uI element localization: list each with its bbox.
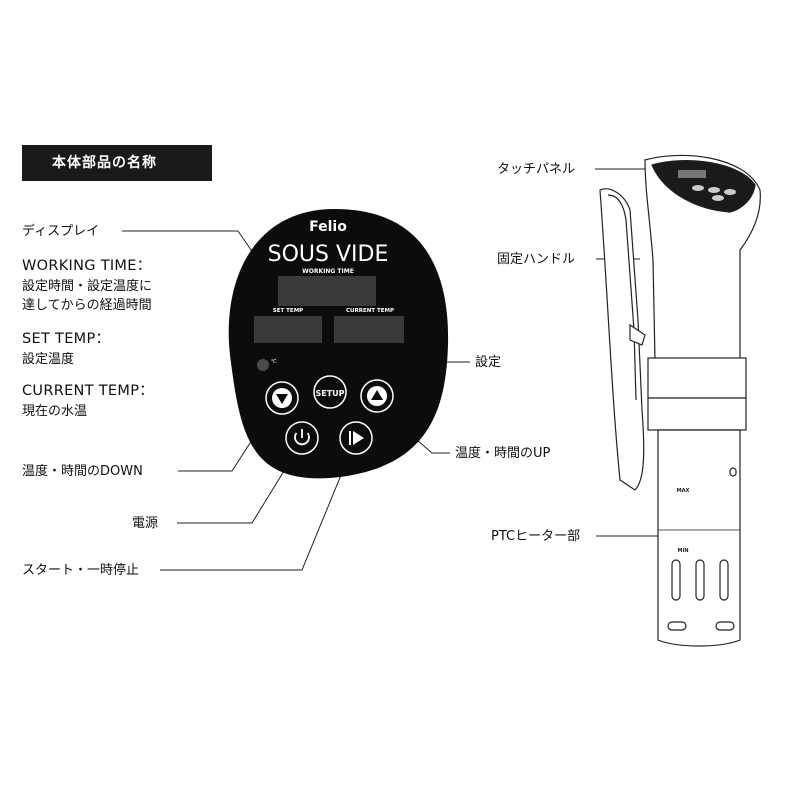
temp-indicator-led — [257, 359, 269, 371]
heater-tube — [657, 429, 741, 647]
label-display: ディスプレイ — [22, 224, 100, 239]
device-illustration: MAX MIN — [599, 154, 761, 647]
panel-current-temp-label: CURRENT TEMP — [346, 308, 394, 314]
clamp-band-upper — [647, 357, 747, 399]
panel-brand: Felio — [309, 219, 347, 235]
power-icon — [294, 432, 310, 446]
leader-start — [160, 445, 354, 571]
clamp-band-lower — [647, 397, 747, 431]
label-down: 温度・時間のDOWN — [22, 464, 143, 479]
power-button[interactable] — [285, 421, 319, 455]
label-working-time: WORKING TIME： — [22, 258, 152, 274]
min-mark: MIN — [677, 548, 688, 554]
up-button[interactable] — [360, 379, 394, 413]
touch-panel — [651, 159, 756, 213]
start-pause-button[interactable] — [339, 421, 373, 455]
down-button[interactable] — [265, 381, 299, 415]
label-current-temp-desc: 現在の水温 — [22, 404, 88, 419]
handle-hinge — [629, 323, 646, 346]
label-start-pause: スタート・一時停止 — [22, 563, 140, 578]
label-set-temp: SET TEMP： — [22, 331, 111, 347]
panel-set-temp-label: SET TEMP — [273, 308, 303, 314]
panel-product: SOUS VIDE — [268, 242, 389, 267]
label-up: 温度・時間のUP — [455, 446, 551, 461]
control-panel: Felio SOUS VIDE WORKING TIME SET TEMP CU… — [228, 209, 449, 479]
panel-unit: ℃ — [271, 359, 277, 365]
working-time-screen — [278, 276, 376, 306]
handle-clip — [599, 188, 645, 491]
setup-button[interactable]: SETUP — [313, 375, 347, 409]
label-heater: PTCヒーター部 — [491, 529, 581, 544]
label-setup: 設定 — [475, 355, 502, 370]
chevron-up-icon — [371, 390, 383, 400]
label-current-temp: CURRENT TEMP： — [22, 383, 155, 399]
set-temp-screen — [254, 316, 322, 343]
label-working-time-desc-1: 設定時間・設定温度に — [22, 279, 153, 294]
setup-button-label: SETUP — [315, 389, 344, 398]
label-touch-panel: タッチパネル — [497, 162, 576, 177]
max-mark: MAX — [677, 488, 690, 494]
label-working-time-desc-2: 達してからの経過時間 — [22, 298, 152, 313]
chevron-down-icon — [276, 394, 288, 404]
section-title: 本体部品の名称 — [22, 145, 212, 181]
handle-inner — [607, 194, 637, 401]
label-set-temp-desc: 設定温度 — [22, 352, 75, 367]
label-handle: 固定ハンドル — [497, 252, 576, 267]
label-power: 電源 — [132, 516, 159, 531]
current-temp-screen — [334, 316, 404, 343]
panel-working-time-label: WORKING TIME — [302, 268, 354, 275]
